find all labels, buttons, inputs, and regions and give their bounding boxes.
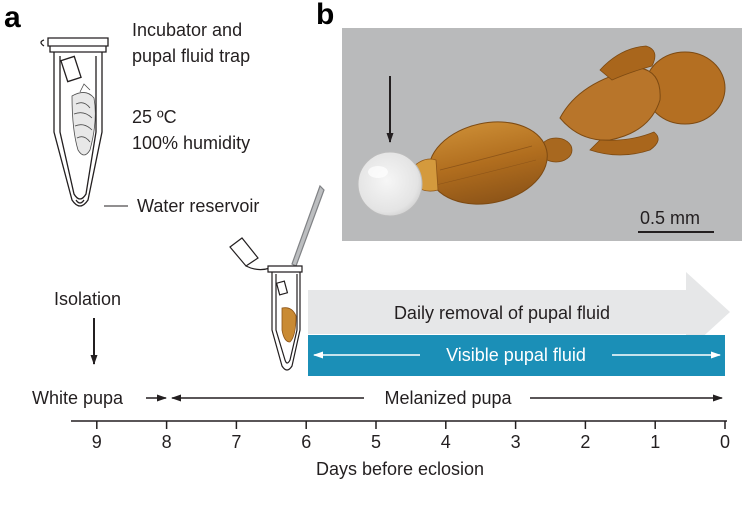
axis-tick-label: 1 <box>650 432 660 452</box>
water-reservoir-label: Water reservoir <box>137 196 259 216</box>
daily-removal-arrow-shape <box>308 272 730 352</box>
humidity-label: 100% humidity <box>132 133 250 153</box>
ant-gaster-stripe <box>439 145 533 171</box>
visible-fluid-bar: Visible pupal fluid <box>308 335 725 376</box>
panel-letter-a: a <box>4 1 21 34</box>
axis-tick-label: 9 <box>92 432 102 452</box>
axis-tick-label: 0 <box>720 432 730 452</box>
ant-gaster-stripe-2 <box>435 159 537 186</box>
pipette-tube-illustration <box>229 184 325 371</box>
isolation-label: Isolation <box>54 289 121 309</box>
white-pupa-label: White pupa <box>32 388 124 408</box>
pupal-fluid-droplet <box>357 151 423 217</box>
tube-lid <box>229 237 259 267</box>
temperature-label: 25 ºC <box>132 107 177 127</box>
ant-leg-lower <box>589 131 659 156</box>
incubator-label-line1: Incubator and <box>132 20 242 40</box>
axis-tick-label: 7 <box>231 432 241 452</box>
axis-tick-label: 8 <box>162 432 172 452</box>
ant-pupa-micrograph: 0.5 mm <box>342 28 742 241</box>
days-axis-ticks: 9 8 7 6 5 4 3 2 1 0 <box>92 421 730 452</box>
axis-tick-label: 2 <box>580 432 590 452</box>
droplet-highlight <box>368 166 388 178</box>
daily-removal-arrow: Daily removal of pupal fluid <box>308 272 730 352</box>
pipette-tip <box>291 184 325 267</box>
visible-fluid-label: Visible pupal fluid <box>446 345 586 365</box>
axis-tick-label: 4 <box>441 432 451 452</box>
axis-tick-label: 5 <box>371 432 381 452</box>
scale-bar-label: 0.5 mm <box>640 208 700 228</box>
melanized-pupa-label: Melanized pupa <box>384 388 512 408</box>
ant-leg-upper <box>599 45 656 81</box>
panel-letter-b: b <box>316 0 334 31</box>
incubator-tube-illustration <box>40 37 109 207</box>
daily-removal-label: Daily removal of pupal fluid <box>394 303 610 323</box>
small-tube-pupa <box>281 307 297 343</box>
axis-tick-label: 6 <box>301 432 311 452</box>
incubator-label-line2: pupal fluid trap <box>132 46 250 66</box>
days-axis-title: Days before eclosion <box>316 459 484 479</box>
axis-tick-label: 3 <box>511 432 521 452</box>
ant-thorax <box>559 67 661 141</box>
